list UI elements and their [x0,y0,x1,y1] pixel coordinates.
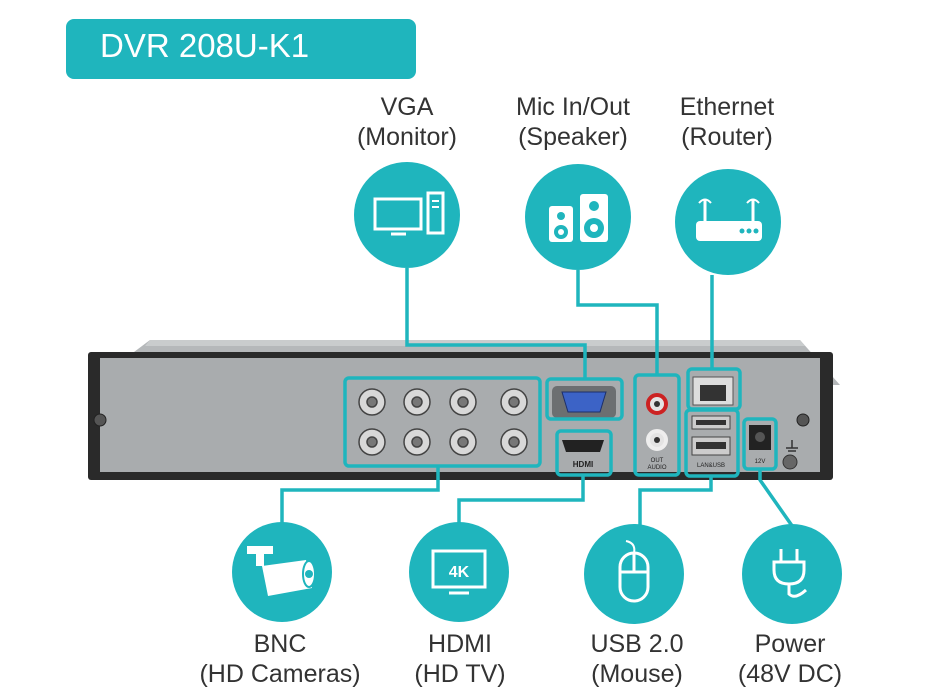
label-ethernet: Ethernet(Router) [679,93,775,151]
hdmi-port: HDMI [562,440,604,469]
screw-icon [796,413,810,427]
bnc-highlight [343,376,542,468]
page-title: DVR 208U-K1 [100,27,310,64]
power-plug-icon [742,524,842,624]
speaker-icon [525,164,631,270]
label-power: Power(48V DC) [737,630,843,688]
svg-text:AUDIO: AUDIO [647,465,666,471]
label-mic: Mic In/Out(Speaker) [516,93,630,151]
audio-ports: OUT AUDIO [646,393,668,471]
connector-lines [280,268,797,532]
title-banner [66,19,416,79]
bnc-ports [358,388,528,456]
label-bnc: BNC(HD Cameras) [199,630,361,688]
camera-icon [232,522,332,622]
usb-ports: LAN&USB [691,415,731,469]
mouse-icon [584,524,684,624]
tv-4k-icon: 4K [409,522,509,622]
svg-text:12V: 12V [755,459,766,465]
monitor-pc-icon [354,162,460,268]
ethernet-port [692,376,734,406]
ground-symbol-icon [786,440,798,452]
svg-text:4K: 4K [449,564,470,581]
power-port: 12V [749,425,771,465]
screw-icon [782,454,798,470]
svg-text:LAN&USB: LAN&USB [697,463,725,469]
screw-icon [93,413,107,427]
label-usb: USB 2.0(Mouse) [590,630,684,688]
svg-text:HDMI: HDMI [573,460,593,469]
router-icon [675,169,781,275]
vga-port [552,386,616,418]
svg-text:OUT: OUT [651,458,664,464]
label-hdmi: HDMI(HD TV) [414,630,506,688]
label-vga: VGA(Monitor) [356,93,457,151]
